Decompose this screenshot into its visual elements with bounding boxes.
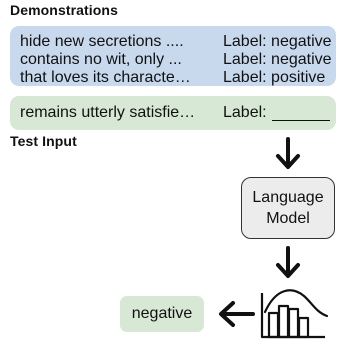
demo-text: hide new secretions .... xyxy=(20,33,184,50)
demo-label: Label: positive xyxy=(223,69,326,86)
arrow-down-icon xyxy=(276,137,300,169)
language-model-box: Language Model xyxy=(241,177,335,239)
arrow-left-icon xyxy=(219,301,255,327)
demonstrations-box: hide new secretions .... Label: negative… xyxy=(10,26,336,86)
test-input-label: Label: xyxy=(223,104,267,121)
histogram-icon xyxy=(260,289,329,339)
demo-text: contains no wit, only ... xyxy=(20,51,182,68)
demo-label: Label: negative xyxy=(223,51,332,68)
demo-label: Label: negative xyxy=(223,33,332,50)
prediction-box: negative xyxy=(120,296,204,332)
label-blank-line xyxy=(272,120,330,121)
test-input-title: Test Input xyxy=(10,133,77,149)
arrow-down-icon xyxy=(276,246,300,278)
test-input-box: remains utterly satisfie… Label: xyxy=(10,96,336,130)
demo-text: that loves its characte… xyxy=(20,69,191,86)
test-input-text: remains utterly satisfie… xyxy=(20,104,196,121)
model-line-2: Model xyxy=(266,210,310,227)
prediction-label: negative xyxy=(131,305,193,322)
model-line-1: Language xyxy=(252,189,324,206)
demonstrations-title: Demonstrations xyxy=(10,2,118,18)
